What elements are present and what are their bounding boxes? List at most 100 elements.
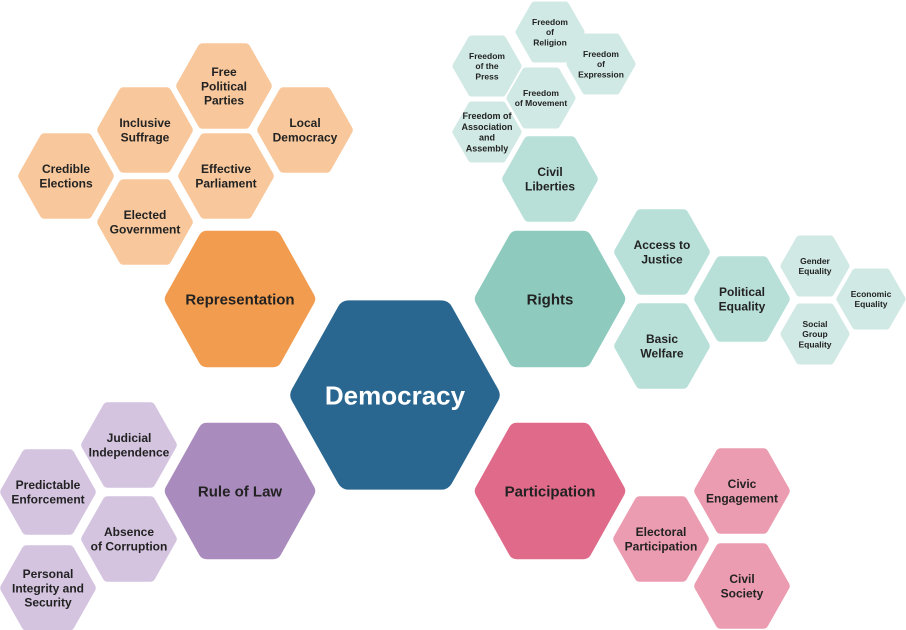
hexagon-label: Equality (854, 299, 887, 309)
hexagon-label: Engagement (706, 492, 778, 506)
hexagon-shape (502, 136, 598, 222)
hexagon-label: Economic (851, 289, 892, 299)
hexagon-shape (0, 449, 96, 535)
hexagon-label: Equality (798, 339, 831, 349)
hexagon-label: Predictable (16, 478, 81, 492)
hexagon-label: Parties (204, 94, 244, 108)
hexagon-rule-of-law: Rule of Law (164, 422, 316, 560)
hexagon-label: Equality (798, 266, 831, 276)
hexagon-label: Welfare (640, 347, 683, 361)
hexagon-shape (0, 545, 96, 630)
hexagon-label: Democracy (273, 131, 338, 145)
hexagon-label: Basic (646, 332, 678, 346)
hexagon-label: of (546, 27, 554, 37)
hexagon-shape (694, 448, 790, 534)
hexagon-shape (164, 230, 316, 368)
hexagon-label: Freedom (469, 51, 505, 61)
hexagon-label: Local (289, 116, 320, 130)
hexagon-label: Electoral (636, 525, 687, 539)
hexagon-label: Participation (625, 540, 698, 554)
hexagon-label: Suffrage (121, 131, 170, 145)
hexagon-label: Enforcement (11, 493, 84, 507)
hexagon-label: Government (110, 223, 181, 237)
hexagon-shape (614, 303, 710, 389)
hexagon-shape (694, 256, 790, 342)
hexagon-shape (613, 496, 709, 582)
hexagon-label: Participation (505, 483, 596, 500)
hexagon-shape (506, 67, 576, 129)
hexagon-shape (257, 87, 353, 173)
hexagon-label: and (479, 133, 495, 143)
hexagon-label: Freedom (532, 17, 568, 27)
hexagon-label: Expression (578, 69, 624, 79)
hexagon-label: Political (201, 79, 247, 93)
hexagon-label: Association (461, 122, 512, 132)
hexagon-shape (474, 230, 626, 368)
hexagon-shape (81, 496, 177, 582)
hexagon-label: Democracy (325, 380, 466, 410)
hexagon-shape (164, 422, 316, 560)
hexagon-label: Elections (39, 177, 93, 191)
hexagon-label: Civil (537, 165, 562, 179)
hexagon-label: Security (24, 596, 72, 610)
hexagon-label: Independence (89, 446, 170, 460)
hexagon-label: Credible (42, 162, 90, 176)
hexagon-label: of Corruption (91, 540, 168, 554)
hexagon-label: Effective (201, 162, 251, 176)
hexagon-shape (566, 33, 636, 95)
hexagon-label: Judicial (107, 431, 152, 445)
hexagon-shape (97, 87, 193, 173)
hexagon-label: Political (719, 285, 765, 299)
hexagon-label: Press (475, 71, 498, 81)
hexagon-representation: Representation (164, 230, 316, 368)
hexagon-shape (474, 422, 626, 560)
hexagon-label: Equality (719, 300, 766, 314)
hexagon-label: Freedom of (462, 111, 512, 121)
hexagon-label: of Movement (515, 98, 568, 108)
hexagon-label: Rule of Law (198, 483, 283, 500)
hexagon-label: Assembly (466, 143, 509, 153)
hexagon-participation: Participation (474, 422, 626, 560)
hexagon-shape (290, 300, 500, 490)
hexagon-label: Inclusive (119, 116, 171, 130)
hexagon-shape (694, 543, 790, 629)
hexagon-label: Social (802, 319, 827, 329)
hexagon-label: Civic (728, 477, 757, 491)
hexagon-label: Integrity and (12, 581, 84, 595)
hexagon-label: Justice (641, 253, 683, 267)
hexagon-shape (452, 101, 522, 163)
hexagon-democracy: Democracy (290, 300, 500, 490)
hexagon-label: Group (802, 329, 828, 339)
hexagon-shape (18, 133, 114, 219)
hexagon-shape (178, 133, 274, 219)
hexagon-label: of the (475, 61, 498, 71)
hexagon-label: Access to (634, 238, 691, 252)
hexagon-shape (81, 402, 177, 488)
hexagon-label: Free (211, 65, 237, 79)
hexagon-label: Absence (104, 525, 154, 539)
